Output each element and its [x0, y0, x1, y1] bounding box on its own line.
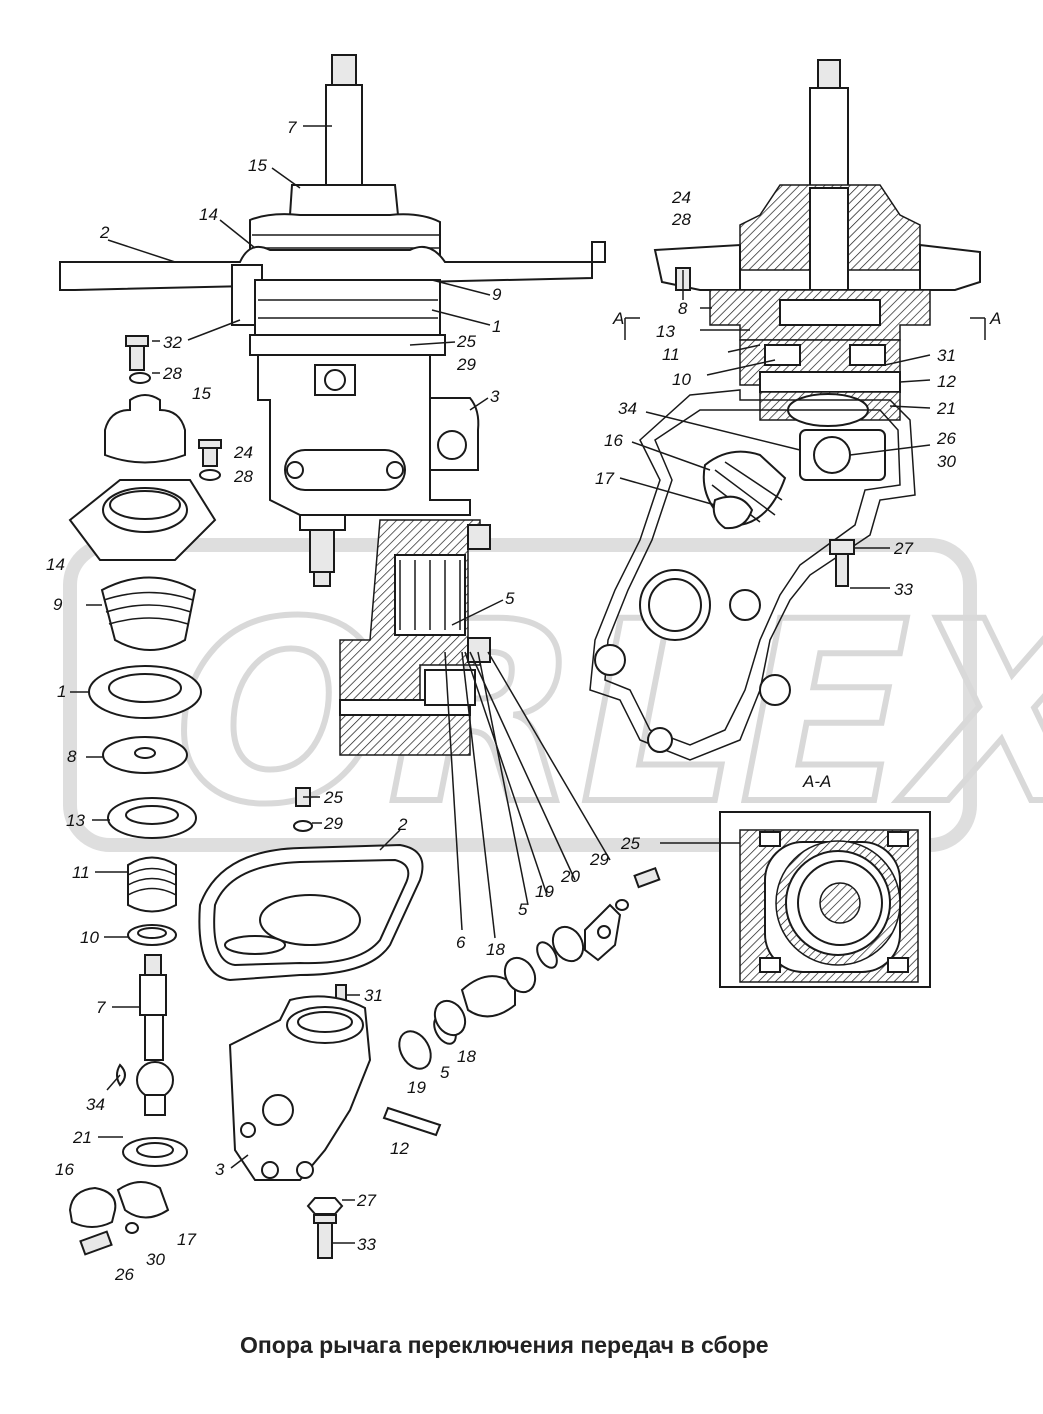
callout-19-lower: 19: [407, 1078, 426, 1097]
callout-25: 25: [456, 332, 476, 351]
callout-17-exploded: 17: [177, 1230, 196, 1249]
callout-18-lower: 18: [457, 1047, 476, 1066]
callout-33-section: 33: [894, 580, 913, 599]
callout-19: 19: [535, 882, 554, 901]
callout-16-exploded: 16: [55, 1160, 74, 1179]
callout-13-section: 13: [656, 322, 675, 341]
callout-9-exploded: 9: [53, 595, 63, 614]
callout-21-exploded: 21: [72, 1128, 92, 1147]
exploded-column: [68, 335, 222, 1256]
callout-31-exploded: 31: [364, 986, 383, 1005]
callout-7-exploded: 7: [96, 998, 106, 1017]
callout-9: 9: [492, 285, 502, 304]
callout-8-exploded: 8: [67, 747, 77, 766]
callout-33-exploded: 33: [357, 1235, 376, 1254]
callout-3-exploded: 3: [215, 1160, 225, 1179]
assembled-view: [59, 54, 606, 756]
callout-29-ring: 29: [589, 850, 609, 869]
callout-11-section: 11: [662, 345, 680, 364]
sectioned-view: A A A-A: [589, 59, 1001, 791]
callout-28-section: 28: [671, 210, 691, 229]
callout-24: 24: [233, 443, 253, 462]
callout-1: 1: [492, 317, 501, 336]
callout-12-exploded: 12: [390, 1139, 409, 1158]
callout-25-exploded: 25: [323, 788, 343, 807]
callout-14: 14: [199, 205, 218, 224]
callout-10-exploded: 10: [80, 928, 99, 947]
callout-13-exploded: 13: [66, 811, 85, 830]
callout-27-section: 27: [893, 539, 913, 558]
callout-28-exploded: 28: [233, 467, 253, 486]
callout-30-section: 30: [937, 452, 956, 471]
section-marker-right: A: [989, 309, 1001, 328]
callout-5-lower: 5: [440, 1063, 450, 1082]
callout-29: 29: [456, 355, 476, 374]
leader-lines: [70, 125, 931, 1244]
section-label: A-A: [802, 772, 831, 791]
callout-11-exploded: 11: [72, 863, 90, 882]
callout-32: 32: [163, 333, 182, 352]
callout-6: 6: [456, 933, 466, 952]
callout-15: 15: [248, 156, 267, 175]
callout-29-exploded: 29: [323, 814, 343, 833]
middle-parts: [198, 787, 661, 1259]
callout-7: 7: [287, 118, 297, 137]
callout-34-exploded: 34: [86, 1095, 105, 1114]
callout-18: 18: [486, 940, 505, 959]
callout-15-exploded: 15: [192, 384, 211, 403]
callout-5: 5: [505, 589, 515, 608]
callout-26-section: 26: [936, 429, 956, 448]
callout-labels: 7 15 2 14 9 1 25 29 3 32 28 15 24 28 14 …: [46, 118, 956, 1284]
callout-14-exploded: 14: [46, 555, 65, 574]
callout-20: 20: [560, 867, 580, 886]
callout-12-section: 12: [937, 372, 956, 391]
callout-30-exploded: 30: [146, 1250, 165, 1269]
callout-28: 28: [162, 364, 182, 383]
callout-27-exploded: 27: [356, 1191, 376, 1210]
callout-34-section: 34: [618, 399, 637, 418]
callout-2-exploded: 2: [397, 815, 408, 834]
callout-25-ring: 25: [620, 834, 640, 853]
callout-26-exploded: 26: [114, 1265, 134, 1284]
section-marker-left: A: [612, 309, 624, 328]
callout-16-section: 16: [604, 431, 623, 450]
callout-31-section: 31: [937, 346, 956, 365]
callout-21-section: 21: [936, 399, 956, 418]
section-aa-detail: [719, 811, 931, 988]
callout-3: 3: [490, 387, 500, 406]
callout-10-section: 10: [672, 370, 691, 389]
figure-caption: Опора рычага переключения передач в сбор…: [240, 1332, 769, 1358]
exploded-assembly-drawing: ORLEX: [46, 54, 1043, 1284]
callout-5-ring: 5: [518, 900, 528, 919]
callout-8-section: 8: [678, 299, 688, 318]
callout-1-exploded: 1: [57, 682, 66, 701]
callout-24-section: 24: [671, 188, 691, 207]
callout-17-section: 17: [595, 469, 614, 488]
callout-2: 2: [99, 223, 110, 242]
